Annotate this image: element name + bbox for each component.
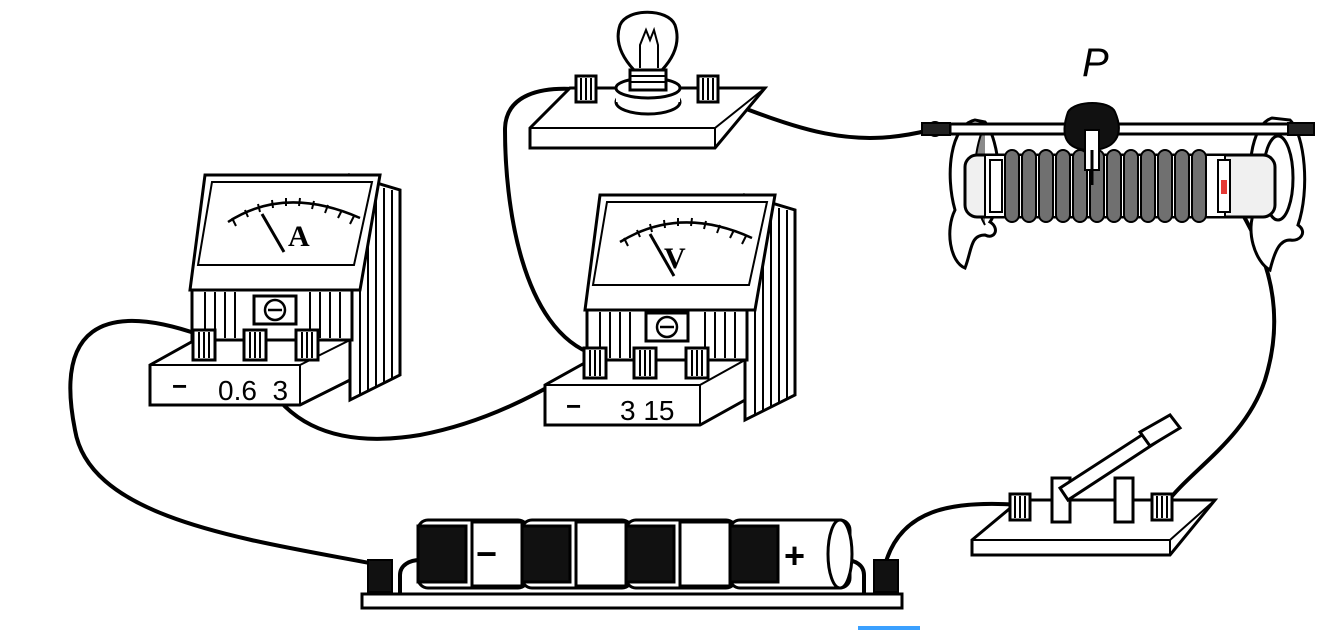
battery-minus-label: − — [476, 533, 497, 574]
rheostat-coil — [1004, 149, 1207, 223]
voltmeter-minus-label: − — [566, 391, 581, 421]
ammeter-terminal-0.6[interactable] — [242, 328, 268, 362]
ammeter-terminal-labels: 0.6 3 — [218, 375, 288, 406]
voltmeter-terminal-labels: 3 15 — [620, 395, 675, 426]
ammeter-minus-label: − — [172, 371, 187, 401]
rheostat-slider[interactable] — [1063, 102, 1120, 185]
rheostat[interactable]: P — [921, 41, 1315, 273]
lamp-terminal-left[interactable] — [574, 74, 598, 104]
voltmeter-terminal-3[interactable] — [632, 346, 658, 380]
battery-terminal-left[interactable] — [367, 559, 393, 593]
switch-terminal-left[interactable] — [1008, 492, 1032, 522]
wire-voltmeter-lamp — [502, 86, 597, 357]
switch-terminal-right[interactable] — [1150, 492, 1174, 522]
ammeter-terminal-3[interactable] — [294, 328, 320, 362]
battery-pack[interactable]: − + — [360, 518, 904, 610]
voltmeter-letter: V — [664, 242, 686, 275]
voltmeter[interactable]: V − 3 15 — [543, 192, 797, 427]
lamp-board[interactable] — [528, 10, 769, 150]
battery-plus-label: + — [784, 535, 805, 576]
accent-mark — [858, 626, 920, 630]
ammeter-terminal-negative[interactable] — [191, 328, 217, 362]
switch-lever[interactable] — [1057, 413, 1183, 503]
voltmeter-terminal-15[interactable] — [684, 346, 710, 380]
red-mark — [1221, 180, 1227, 194]
battery-terminal-right[interactable] — [873, 559, 899, 593]
wire-battery-ammeter — [68, 319, 382, 567]
lamp-terminal-right[interactable] — [696, 74, 720, 104]
ammeter-letter: A — [288, 220, 310, 253]
voltmeter-terminal-negative[interactable] — [582, 346, 608, 380]
wire-switch-battery — [883, 501, 1022, 567]
rheostat-slider-label: P — [1082, 41, 1109, 85]
switch[interactable] — [970, 413, 1219, 557]
ammeter[interactable]: A − 0.6 3 — [148, 172, 402, 407]
